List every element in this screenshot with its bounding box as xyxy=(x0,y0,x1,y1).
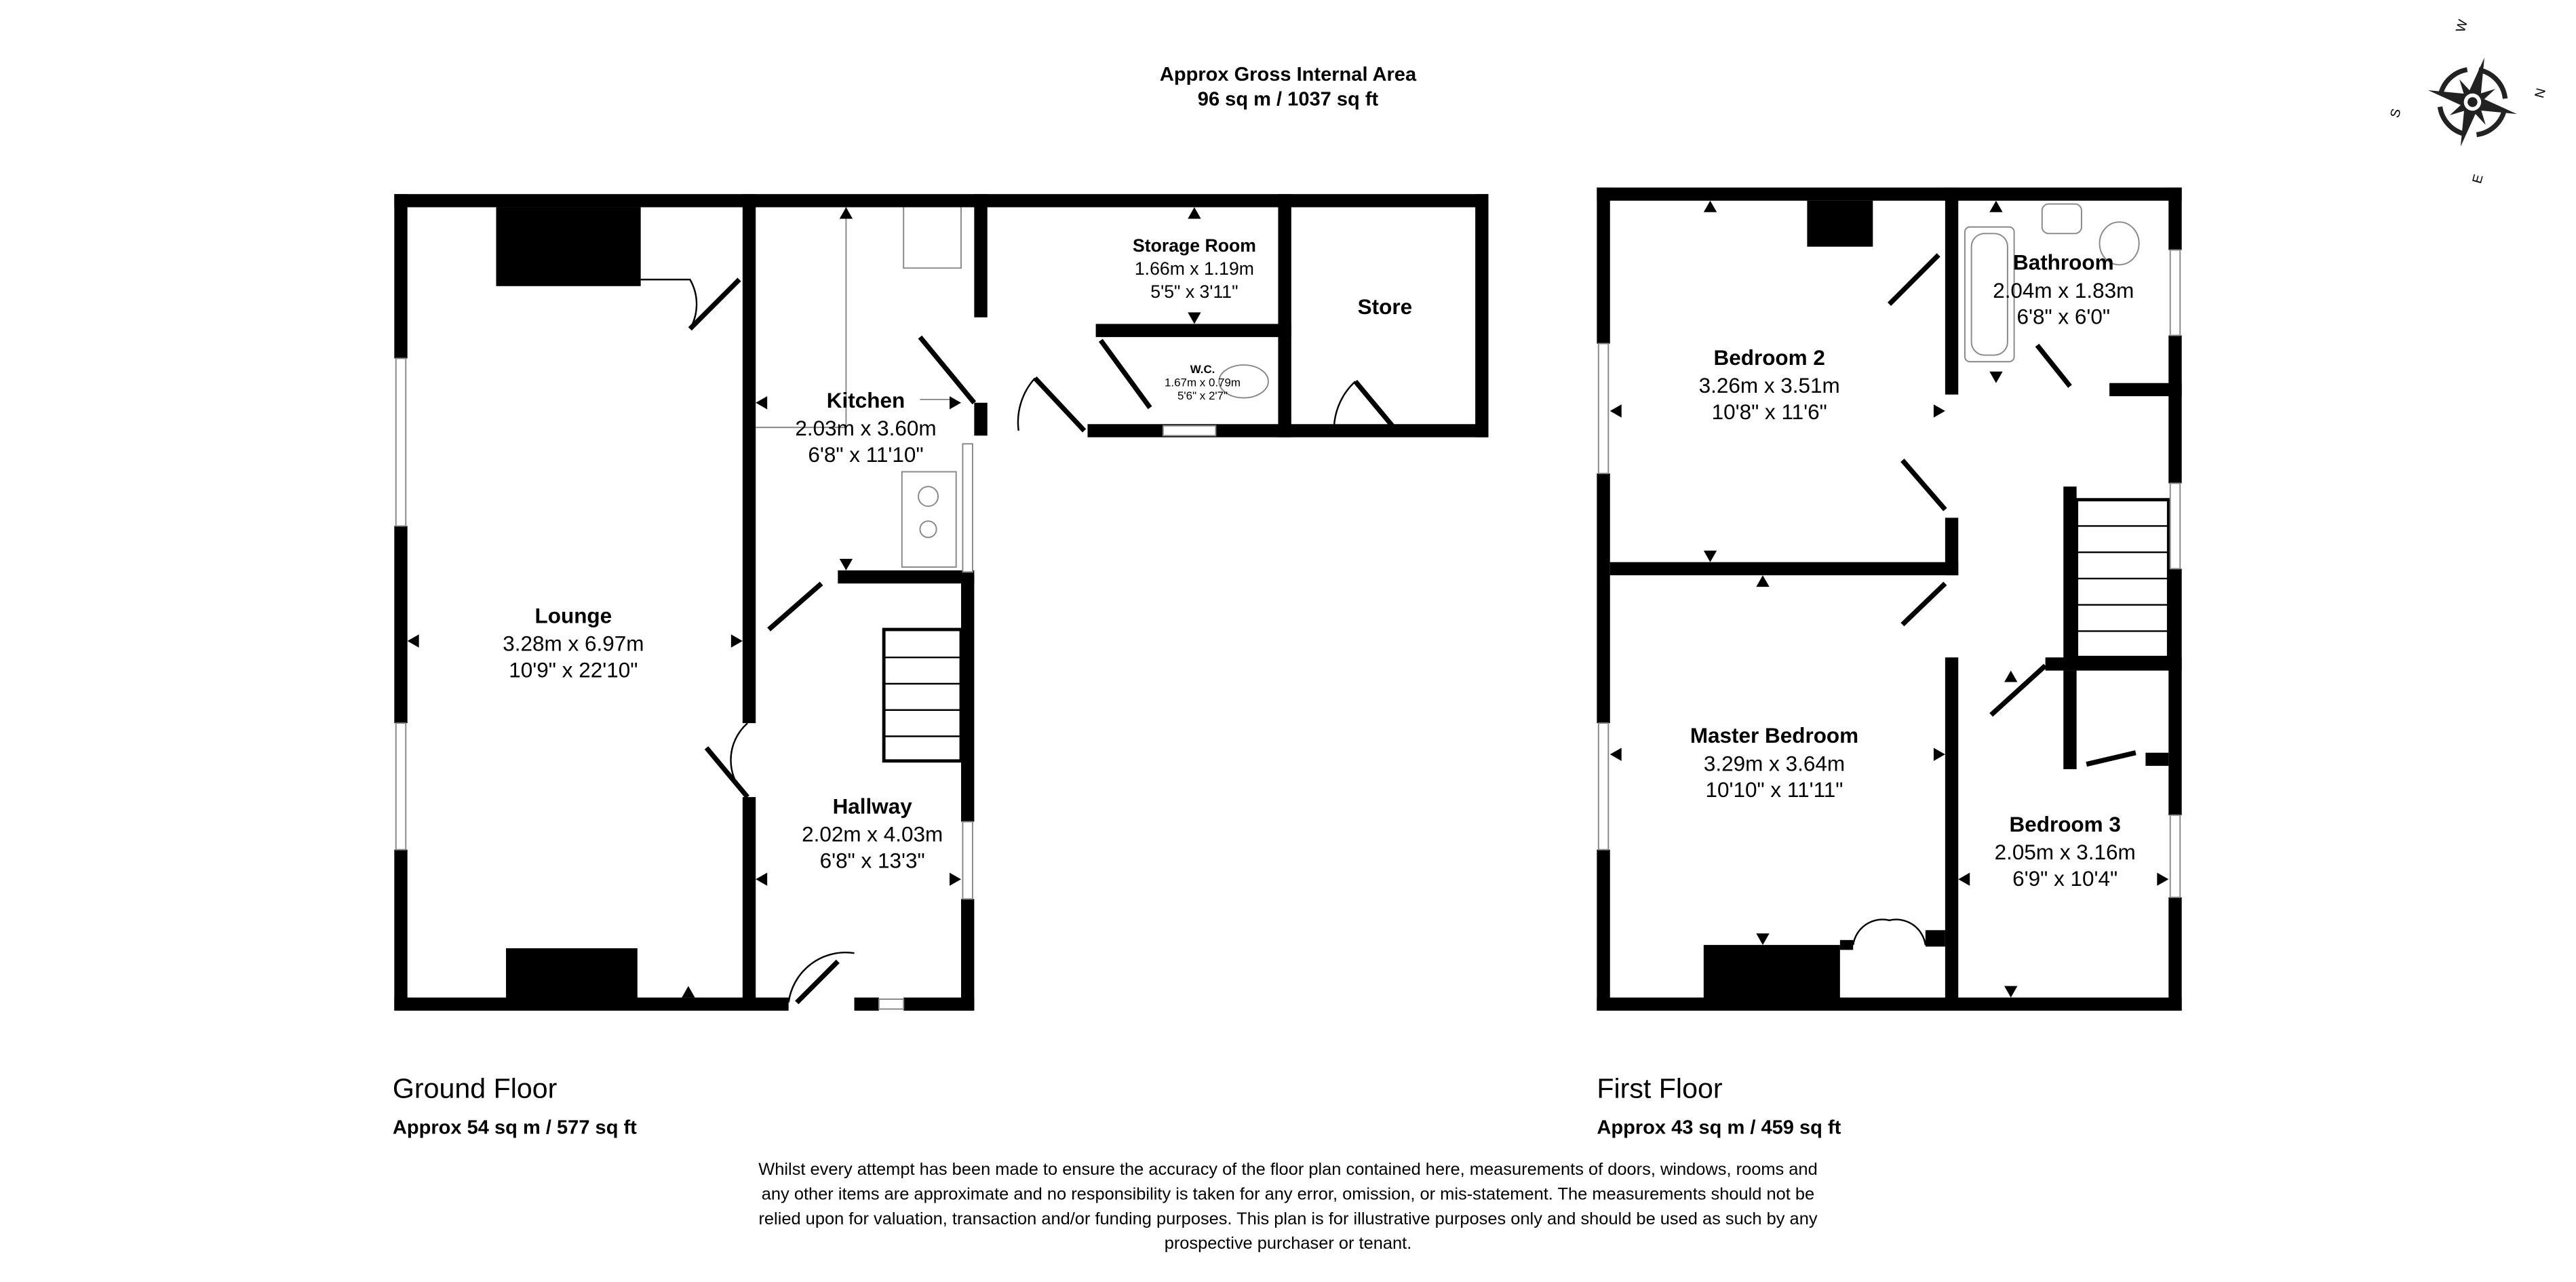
svg-text:Storage Room: Storage Room xyxy=(1133,235,1256,256)
svg-text:2.02m x 4.03m: 2.02m x 4.03m xyxy=(802,823,943,847)
svg-text:2.03m x 3.60m: 2.03m x 3.60m xyxy=(795,416,936,440)
svg-text:10'9" x 22'10": 10'9" x 22'10" xyxy=(509,658,638,682)
gross-area-title: Approx Gross Internal Area xyxy=(1160,64,1417,85)
ground-floor-doors xyxy=(640,277,1399,1005)
ground-floor-label: Ground Floor xyxy=(393,1072,558,1104)
first-floor-label: First Floor xyxy=(1597,1072,1722,1104)
svg-text:Master Bedroom: Master Bedroom xyxy=(1690,724,1858,747)
svg-text:Whilst every attempt has been: Whilst every attempt has been made to en… xyxy=(758,1160,1817,1179)
svg-text:Bedroom 3: Bedroom 3 xyxy=(2010,813,2121,836)
ground-floor-windows xyxy=(395,357,1217,1010)
svg-text:2.04m x 1.83m: 2.04m x 1.83m xyxy=(1993,279,2134,303)
svg-text:Hallway: Hallway xyxy=(833,794,913,818)
bathroom-fixtures xyxy=(1964,203,2140,363)
room-master-bedroom: Master Bedroom 3.29m x 3.64m 10'10" x 11… xyxy=(1690,724,1858,802)
svg-text:Kitchen: Kitchen xyxy=(827,389,905,412)
ground-floor-area: Approx 54 sq m / 577 sq ft xyxy=(393,1117,637,1139)
first-floor-walls xyxy=(1597,187,2182,1011)
svg-text:any other items are approximat: any other items are approximate and no r… xyxy=(762,1185,1814,1204)
compass-e: E xyxy=(2470,173,2486,185)
svg-text:1.66m x 1.19m: 1.66m x 1.19m xyxy=(1135,258,1254,279)
first-floor-windows xyxy=(1597,249,2181,898)
compass-s: S xyxy=(2387,107,2404,119)
kitchen-fixtures xyxy=(756,207,1269,568)
svg-text:6'8" x 13'3": 6'8" x 13'3" xyxy=(820,849,925,872)
svg-text:Bedroom 2: Bedroom 2 xyxy=(1714,346,1825,370)
svg-text:10'8" x 11'6": 10'8" x 11'6" xyxy=(1712,400,1827,424)
compass-n: N xyxy=(2532,87,2549,100)
compass-w: W xyxy=(2453,18,2471,34)
room-storage-room: Storage Room 1.66m x 1.19m 5'5" x 3'11" xyxy=(1133,235,1256,302)
svg-text:3.26m x 3.51m: 3.26m x 3.51m xyxy=(1699,374,1840,397)
room-kitchen: Kitchen 2.03m x 3.60m 6'8" x 11'10" xyxy=(795,389,936,467)
svg-text:6'8" x 6'0": 6'8" x 6'0" xyxy=(2016,305,2110,329)
svg-text:relied upon for valuation, tra: relied upon for valuation, transaction a… xyxy=(758,1209,1817,1228)
svg-text:prospective purchaser or tenan: prospective purchaser or tenant. xyxy=(1165,1234,1412,1253)
first-floor-doors xyxy=(1852,253,2136,946)
svg-text:10'10" x 11'11": 10'10" x 11'11" xyxy=(1706,778,1843,802)
first-floor-area: Approx 43 sq m / 459 sq ft xyxy=(1597,1117,1841,1139)
svg-text:W.C.: W.C. xyxy=(1190,363,1215,376)
room-bedroom-2: Bedroom 2 3.26m x 3.51m 10'8" x 11'6" xyxy=(1699,346,1840,424)
svg-text:3.29m x 3.64m: 3.29m x 3.64m xyxy=(1704,752,1845,775)
svg-text:2.05m x 3.16m: 2.05m x 3.16m xyxy=(1995,840,2136,864)
room-lounge: Lounge 3.28m x 6.97m 10'9" x 22'10" xyxy=(503,604,644,682)
room-bathroom: Bathroom 2.04m x 1.83m 6'8" x 6'0" xyxy=(1993,251,2134,329)
disclaimer: Whilst every attempt has been made to en… xyxy=(758,1160,1818,1253)
svg-text:Lounge: Lounge xyxy=(535,604,612,627)
svg-text:3.28m x 6.97m: 3.28m x 6.97m xyxy=(503,632,644,656)
dimension-arrows xyxy=(407,200,2169,998)
svg-text:5'6" x 2'7": 5'6" x 2'7" xyxy=(1177,389,1228,402)
svg-text:6'8" x 11'10": 6'8" x 11'10" xyxy=(808,443,923,467)
room-hallway: Hallway 2.02m x 4.03m 6'8" x 13'3" xyxy=(802,794,943,872)
svg-text:5'5" x 3'11": 5'5" x 3'11" xyxy=(1150,281,1238,302)
gross-area-value: 96 sq m / 1037 sq ft xyxy=(1198,88,1379,110)
room-bedroom-3: Bedroom 3 2.05m x 3.16m 6'9" x 10'4" xyxy=(1995,813,2136,891)
svg-text:1.67m x 0.79m: 1.67m x 0.79m xyxy=(1165,376,1241,389)
svg-text:Bathroom: Bathroom xyxy=(2013,251,2114,275)
room-wc: W.C. 1.67m x 0.79m 5'6" x 2'7" xyxy=(1165,363,1241,402)
room-store: Store xyxy=(1358,295,1412,319)
svg-text:6'9" x 10'4": 6'9" x 10'4" xyxy=(2012,867,2118,891)
ground-floor-walls xyxy=(394,194,1489,1011)
compass-icon xyxy=(2427,58,2517,147)
